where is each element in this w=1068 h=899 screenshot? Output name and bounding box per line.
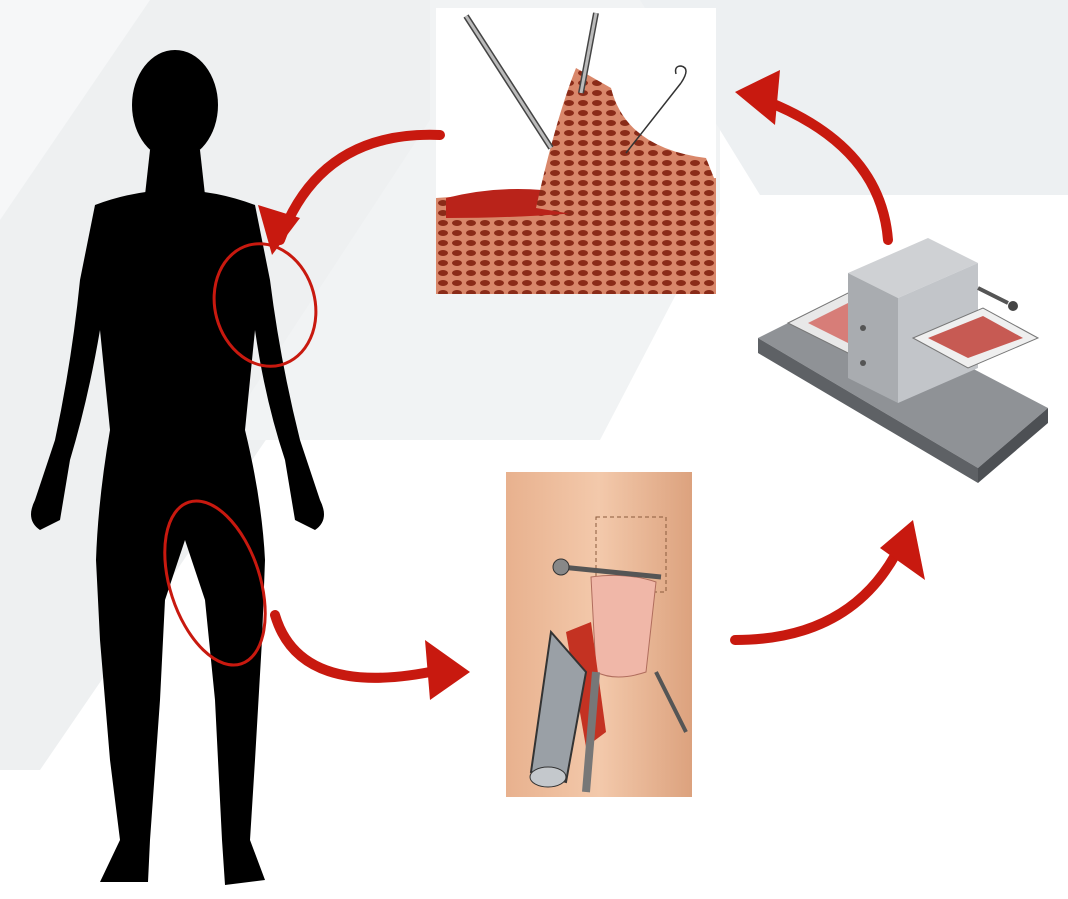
meshed-graft-illustration: [436, 8, 716, 294]
human-silhouette-icon: [0, 40, 360, 899]
mesher-machine-illustration: [748, 228, 1066, 500]
dermatome-illustration: [506, 472, 692, 797]
